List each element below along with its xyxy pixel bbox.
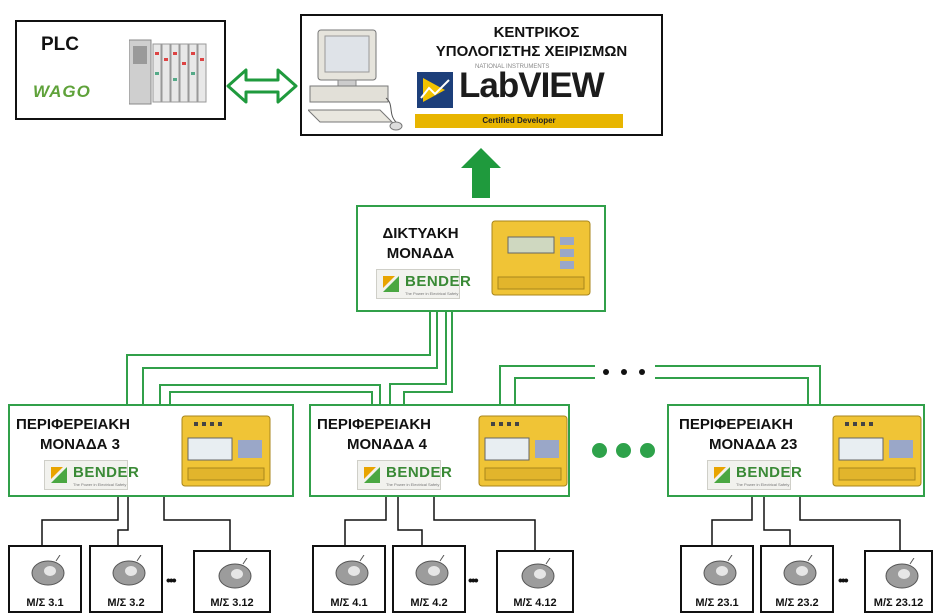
transformer-label: Μ/Σ 3.12 <box>210 597 254 609</box>
double-arrow-icon <box>226 68 298 104</box>
bender-leaf-icon <box>714 467 730 483</box>
current-transformer-icon <box>521 558 555 589</box>
transformer-label: Μ/Σ 23.1 <box>695 597 739 609</box>
peripheral-3-title-line2: ΜΟΝΑΔΑ 3 <box>40 436 120 453</box>
central-computer-box: ΚΕΝΤΡΙΚΟΣ ΥΠΟΛΟΓΙΣΤΗΣ ΧΕΙΡΙΣΜΩΝ NATIONAL… <box>300 14 663 136</box>
transformer-box: Μ/Σ 23.1 <box>680 545 754 613</box>
labview-name: LabVIEW <box>459 66 605 105</box>
peripheral-4-title-line1: ΠΕΡΙΦΕΡΕΙΑΚΗ <box>317 416 432 433</box>
network-unit-title-line2: ΜΟΝΑΔΑ <box>386 245 455 262</box>
network-unit-title-line1: ΔΙΚΤΥΑΚΗ <box>382 225 459 242</box>
bender-logo: BENDER The Power in Electrical Safety <box>376 269 471 299</box>
ellipsis: ••• <box>166 572 177 588</box>
current-transformer-icon <box>415 555 449 586</box>
up-arrow-icon <box>461 148 501 198</box>
transformer-box: Μ/Σ 4.1 <box>312 545 386 613</box>
wago-logo: WAGO <box>33 82 91 101</box>
peripheral-23-title-line2: ΜΟΝΑΔΑ 23 <box>709 436 798 453</box>
transformer-label: Μ/Σ 4.2 <box>410 597 448 609</box>
peripheral-23-title-line1: ΠΕΡΙΦΕΡΕΙΑΚΗ <box>679 416 794 433</box>
peripheral-unit-23: ΠΕΡΙΦΕΡΕΙΑΚΗ ΜΟΝΑΔΑ 23 BENDER The Power … <box>667 404 925 497</box>
plc-hardware-icon <box>129 39 207 105</box>
peripheral-device-icon <box>832 415 922 487</box>
transformer-box: Μ/Σ 4.12 <box>496 550 574 613</box>
transformer-box: Μ/Σ 23.12 <box>864 550 933 613</box>
bender-logo: BENDER The Power in Electrical Safety <box>707 460 802 490</box>
peripheral-device-icon <box>181 415 271 487</box>
transformer-box: Μ/Σ 3.1 <box>8 545 82 613</box>
transformer-label: Μ/Σ 23.2 <box>775 597 819 609</box>
bender-logo: BENDER The Power in Electrical Safety <box>357 460 452 490</box>
labview-badge: Certified Developer <box>415 114 623 128</box>
current-transformer-icon <box>703 555 737 586</box>
current-transformer-icon <box>783 555 817 586</box>
labview-logo: NATIONAL INSTRUMENTS LabVIEW Certified D… <box>415 64 625 132</box>
transformer-label: Μ/Σ 3.2 <box>107 597 145 609</box>
peripheral-unit-3: ΠΕΡΙΦΕΡΕΙΑΚΗ ΜΟΝΑΔΑ 3 BENDER The Power i… <box>8 404 294 497</box>
peripheral-unit-4: ΠΕΡΙΦΕΡΕΙΑΚΗ ΜΟΝΑΔΑ 4 BENDER The Power i… <box>309 404 570 497</box>
computer-icon <box>308 29 403 131</box>
labview-icon <box>417 72 453 108</box>
bender-leaf-icon <box>51 467 67 483</box>
network-unit-box: ΔΙΚΤΥΑΚΗ ΜΟΝΑΔΑ BENDER The Power in Elec… <box>356 205 606 312</box>
current-transformer-icon <box>31 555 65 586</box>
bender-leaf-icon <box>383 276 399 292</box>
transformer-label: Μ/Σ 4.12 <box>513 597 557 609</box>
transformer-label: Μ/Σ 3.1 <box>26 597 64 609</box>
current-transformer-icon <box>335 555 369 586</box>
peripheral-4-title-line2: ΜΟΝΑΔΑ 4 <box>347 436 427 453</box>
transformer-box: Μ/Σ 23.2 <box>760 545 834 613</box>
ellipsis: ••• <box>468 572 479 588</box>
bender-leaf-icon <box>364 467 380 483</box>
transformer-label: Μ/Σ 23.12 <box>873 597 924 609</box>
current-transformer-icon <box>218 558 252 589</box>
network-device-icon <box>491 220 591 296</box>
transformer-box: Μ/Σ 3.12 <box>193 550 271 613</box>
peripheral-device-icon <box>478 415 568 487</box>
transformer-label: Μ/Σ 4.1 <box>330 597 368 609</box>
central-title-line1: ΚΕΝΤΡΙΚΟΣ <box>493 24 580 41</box>
more-units-indicator <box>592 443 655 458</box>
ellipsis: ••• <box>838 572 849 588</box>
plc-box: PLC WAGO <box>15 20 226 120</box>
bender-logo: BENDER The Power in Electrical Safety <box>44 460 139 490</box>
plc-title: PLC <box>41 34 79 55</box>
peripheral-3-title-line1: ΠΕΡΙΦΕΡΕΙΑΚΗ <box>16 416 131 433</box>
labview-vendor: NATIONAL INSTRUMENTS <box>475 64 550 70</box>
current-transformer-icon <box>885 558 919 589</box>
transformer-box: Μ/Σ 4.2 <box>392 545 466 613</box>
central-title-line2: ΥΠΟΛΟΓΙΣΤΗΣ ΧΕΙΡΙΣΜΩΝ <box>435 43 628 60</box>
current-transformer-icon <box>112 555 146 586</box>
transformer-box: Μ/Σ 3.2 <box>89 545 163 613</box>
